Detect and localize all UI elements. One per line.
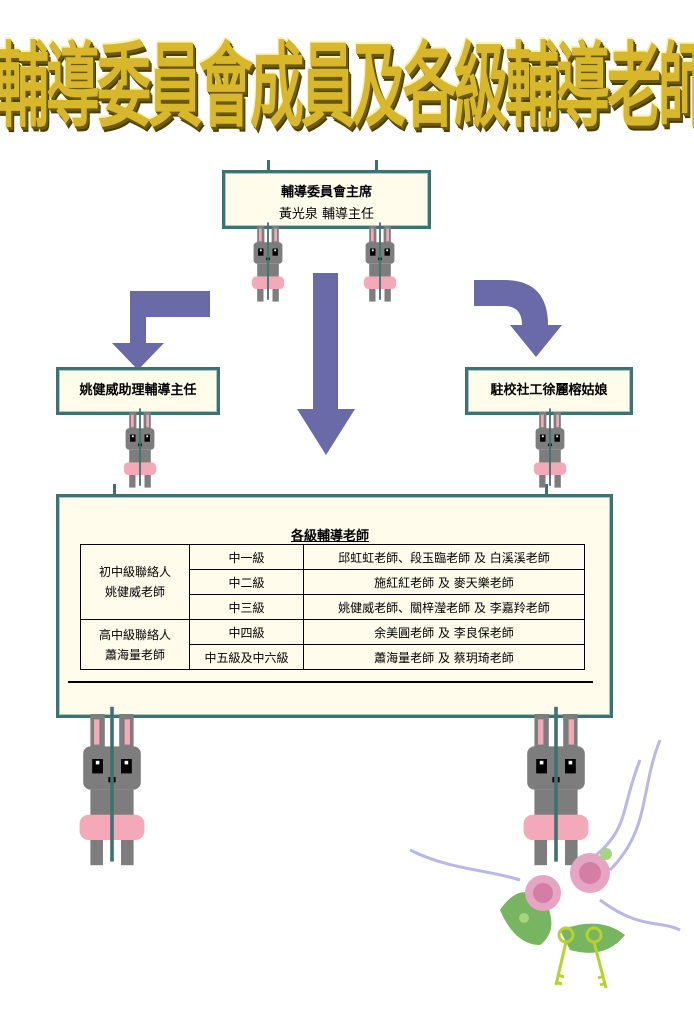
sign-post <box>267 160 270 172</box>
sign-post <box>545 484 548 496</box>
teachers-cell: 姚健威老師、關梓瀅老師 及 李嘉羚老師 <box>303 594 585 620</box>
page-title: 輔導委員會成員及各級輔導老師 <box>0 31 694 140</box>
table-row: 中三級 姚健威老師、關梓瀅老師 及 李嘉羚老師 <box>81 594 585 620</box>
liaison-name: 姚健威老師 <box>104 585 165 599</box>
social-worker-box: 駐校社工徐麗榕姑娘 <box>465 367 633 415</box>
liaison-cell: 高中級聯絡人 蕭海量老師 <box>80 619 190 670</box>
sign-post <box>113 484 116 496</box>
arrow-curve-right <box>474 280 562 357</box>
keys-icon <box>554 926 608 989</box>
ribbon-icon <box>409 739 681 932</box>
committee-chair-box: 輔導委員會主席 黃光泉 輔導主任 <box>222 170 431 229</box>
table-bottom-rule <box>68 681 593 683</box>
table-row: 初中級聯絡人 姚健威老師 中一級 邱虹虹老師、段玉臨老師 及 白溪溪老師 <box>80 544 585 620</box>
teachers-table: 初中級聯絡人 姚健威老師 中一級 邱虹虹老師、段玉臨老師 及 白溪溪老師 中二級… <box>80 544 585 670</box>
liaison-cell: 初中級聯絡人 姚健威老師 <box>80 544 190 620</box>
table-row: 中五級及中六級 蕭海量老師 及 蔡玥琦老師 <box>81 644 585 670</box>
sign-post <box>375 160 378 172</box>
teachers-heading: 各級輔導老師 <box>290 529 369 544</box>
arrow-down-center <box>297 273 355 455</box>
table-row: 高中級聯絡人 蕭海量老師 中四級 余美圓老師 及 李良保老師 <box>80 619 585 670</box>
liaison-name: 蕭海量老師 <box>104 647 165 662</box>
assistant-director-box: 姚健威助理輔導主任 <box>56 367 220 415</box>
grade-cell: 中四級 <box>189 619 304 645</box>
liaison-title: 高中級聯絡人 <box>98 627 171 642</box>
grade-cell: 中五級及中六級 <box>189 644 304 670</box>
liaison-title: 初中級聯絡人 <box>98 565 171 579</box>
teachers-cell: 蕭海量老師 及 蔡玥琦老師 <box>303 644 585 670</box>
teachers-cell: 余美圓老師 及 李良保老師 <box>303 619 585 645</box>
chair-role: 輔導委員會主席 <box>280 185 372 200</box>
arrow-down-left <box>112 291 210 370</box>
grade-cell: 中一級 <box>189 544 304 570</box>
chair-person: 黃光泉 輔導主任 <box>278 207 375 222</box>
rose-bouquet-icon <box>500 848 625 953</box>
